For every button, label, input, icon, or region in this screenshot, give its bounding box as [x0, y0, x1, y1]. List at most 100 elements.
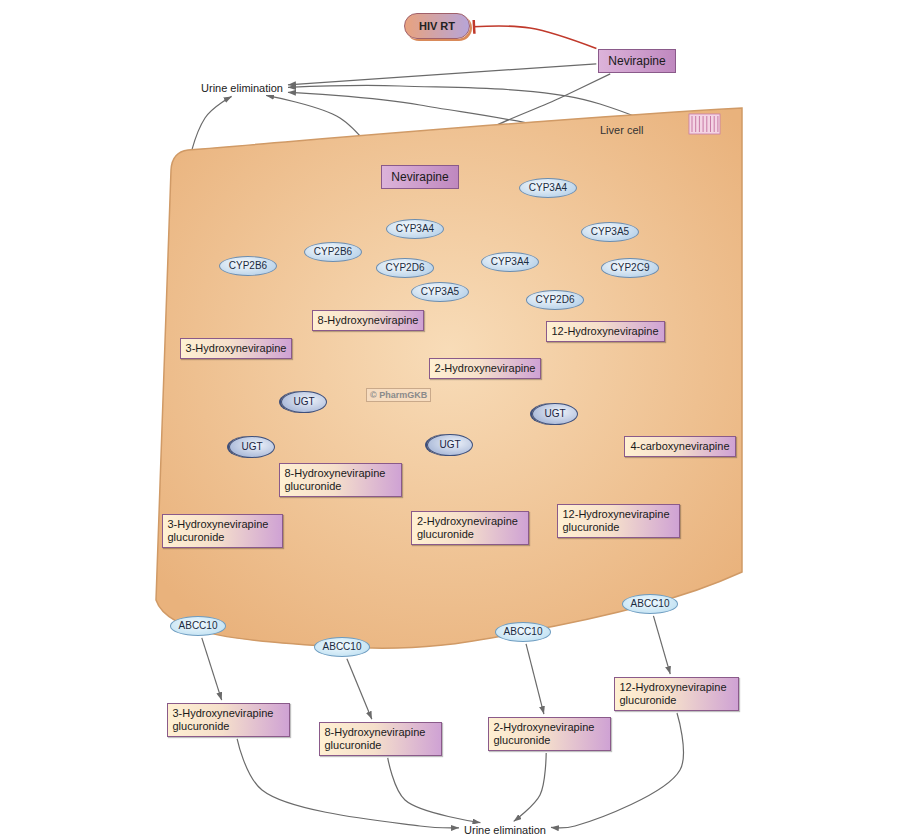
connector [288, 92, 672, 318]
connector [526, 644, 544, 714]
connector [266, 95, 382, 163]
node-text: 8-Hydroxynevirapine glucuronide [325, 726, 436, 752]
node-text: 4-carboxynevirapine [630, 440, 729, 453]
node-text: CYP3A4 [396, 220, 434, 238]
node-text: UGT [439, 435, 460, 454]
transporter-oval: ABCC10 [622, 594, 679, 614]
connector [388, 758, 481, 823]
inhibition-line [473, 26, 596, 48]
connector [288, 86, 722, 434]
elimination-text: Urine elimination [199, 82, 285, 95]
node-text: 2-Hydroxynevirapine [435, 362, 536, 375]
node-text: CYP2D6 [536, 291, 575, 309]
node-text: 8-Hydroxynevirapine [318, 314, 419, 327]
node-text: CYP3A5 [421, 283, 459, 301]
star-marker [564, 167, 578, 181]
enzyme-oval: CYP3A5 [411, 282, 469, 302]
node-text: CYP3A5 [591, 223, 629, 241]
glucuronide-box: 3-Hydroxynevirapine glucuronide [167, 703, 290, 737]
connector [489, 381, 490, 509]
node-text: UGT [241, 437, 262, 456]
enzyme-oval: CYP3A4 [481, 252, 539, 272]
node-text: 3-Hydroxynevirapine [186, 342, 287, 355]
glucuronide-box: 3-Hydroxynevirapine glucuronide [162, 514, 283, 548]
target-pill: HIV RT [404, 13, 470, 39]
node-text: 2-Hydroxynevirapine glucuronide [417, 515, 523, 541]
transporter-oval: ABCC10 [314, 637, 371, 657]
node-text: ABCC10 [323, 638, 362, 656]
node-text: UGT [293, 392, 314, 411]
ugt-oval: UGT [229, 436, 274, 458]
node-text: 8-Hydroxynevirapine glucuronide [285, 467, 396, 493]
glucuronide-box: 8-Hydroxynevirapine glucuronide [279, 463, 402, 497]
enzyme-oval: CYP3A4 [386, 219, 444, 239]
connector [480, 547, 517, 620]
connector [179, 96, 231, 335]
glucuronide-box: 2-Hydroxynevirapine glucuronide [488, 717, 611, 751]
connector [237, 739, 459, 828]
ugt-oval: UGT [427, 434, 472, 456]
enzyme-oval: CYP2D6 [376, 258, 435, 278]
connector [340, 499, 342, 634]
connector [202, 638, 222, 700]
node-text: 3-Hydroxynevirapine glucuronide [173, 707, 284, 733]
connector [649, 343, 676, 432]
connector [445, 191, 488, 355]
connector [452, 74, 611, 163]
metabolite-box: 4-carboxynevirapine [624, 436, 735, 457]
connector [599, 344, 600, 502]
metabolite-box: 8-Hydroxynevirapine [312, 310, 425, 331]
node-text: 12-Hydroxynevirapine glucuronide [620, 681, 733, 707]
connector [348, 332, 352, 460]
node-text: 12-Hydroxynevirapine [552, 325, 659, 338]
elimination-text: Urine elimination [462, 824, 548, 837]
node-text: HIV RT [419, 20, 455, 32]
liver-cell: Liver cellNevirapineCYP2B6CYP2B6CYP3A4CY… [150, 100, 745, 665]
enzyme-oval: CYP2B6 [304, 242, 362, 262]
ugt-oval: UGT [281, 391, 326, 413]
connector [367, 191, 392, 307]
connector [288, 64, 596, 85]
ugt-oval: UGT [532, 403, 577, 425]
connector [551, 713, 684, 828]
node-text: Liver cell [600, 124, 643, 136]
node-text: 2-Hydroxynevirapine glucuronide [494, 721, 605, 747]
node-text: ABCC10 [504, 623, 543, 641]
connector [461, 184, 597, 318]
glucuronide-box: 8-Hydroxynevirapine glucuronide [319, 722, 442, 756]
node-text: CYP2B6 [314, 243, 352, 261]
connector [286, 182, 379, 335]
node-text: CYP3A4 [491, 253, 529, 271]
node-text: 3-Hydroxynevirapine glucuronide [168, 518, 277, 544]
node-text: Urine elimination [464, 824, 546, 837]
glucuronide-box: 12-Hydroxynevirapine glucuronide [614, 677, 739, 711]
node-text: 12-Hydroxynevirapine glucuronide [563, 508, 674, 534]
node-text: CYP2D6 [386, 259, 425, 277]
drug-box: Nevirapine [598, 49, 675, 73]
enzyme-oval: CYP2B6 [219, 256, 277, 276]
node-text: Nevirapine [608, 54, 665, 68]
node-text: CYP2C9 [611, 259, 650, 277]
node-text: Nevirapine [391, 170, 448, 184]
transporter-oval: ABCC10 [170, 616, 227, 636]
enzyme-oval: CYP3A4 [519, 178, 577, 198]
watermark: © PharmGKB [366, 388, 431, 402]
connector [514, 753, 547, 821]
metabolite-box: 3-Hydroxynevirapine [180, 338, 293, 359]
star-marker [349, 231, 363, 245]
connector [625, 540, 645, 591]
node-text: ABCC10 [631, 595, 670, 613]
drug-box: Nevirapine [381, 165, 458, 189]
enzyme-oval: CYP2C9 [601, 258, 660, 278]
connector [347, 659, 372, 719]
node-text: ABCC10 [179, 617, 218, 635]
glucuronide-box: 2-Hydroxynevirapine glucuronide [411, 511, 529, 545]
node-text: UGT [544, 404, 565, 423]
node-text: CYP3A4 [529, 179, 567, 197]
star-marker [526, 241, 540, 255]
cell-membrane [156, 108, 742, 648]
node-text: CYP2B6 [229, 257, 267, 275]
metabolite-box: 2-Hydroxynevirapine [429, 358, 542, 379]
connector [653, 616, 670, 674]
enzyme-oval: CYP2D6 [526, 290, 585, 310]
